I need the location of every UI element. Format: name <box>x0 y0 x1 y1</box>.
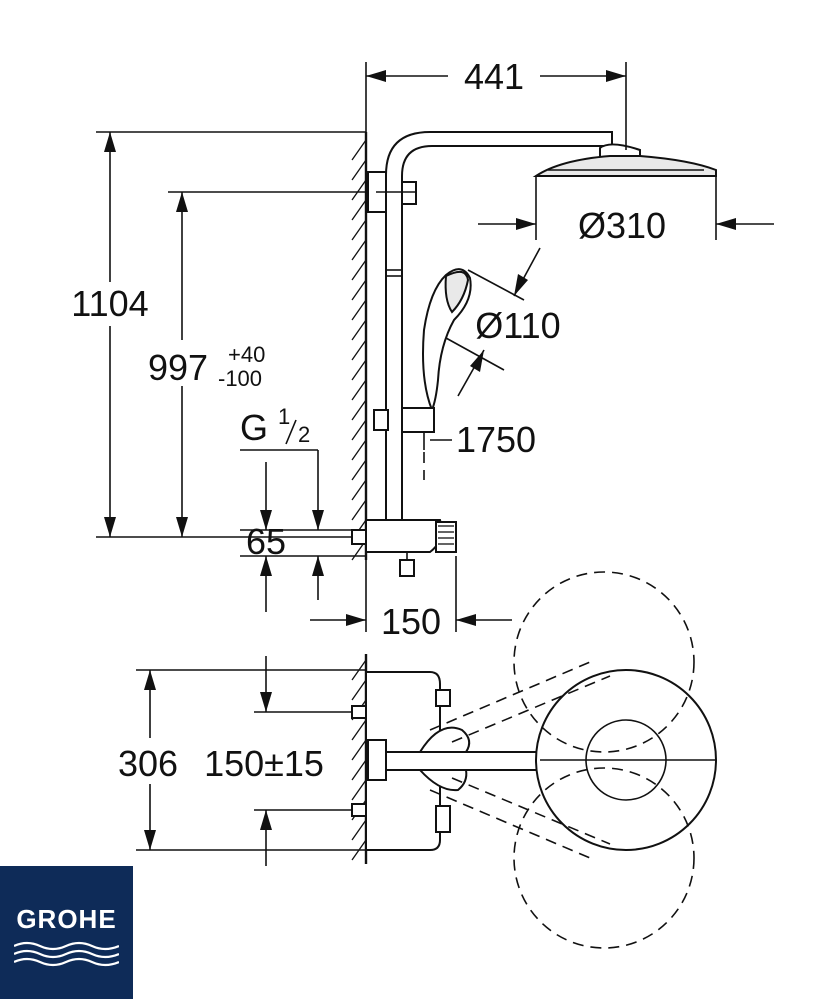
total-height-label: 1104 <box>71 283 148 324</box>
shower-riser <box>367 131 613 521</box>
wall-upper <box>351 132 368 561</box>
head-diameter-label: Ø310 <box>578 205 666 246</box>
wall-offset-label: 150 <box>381 601 441 642</box>
holder-tol-plus: +40 <box>228 342 265 367</box>
hose-length-label: 1750 <box>456 419 536 460</box>
brand-name: GROHE <box>16 904 117 934</box>
head-shower <box>532 143 717 177</box>
holder-tol-minus: -100 <box>218 366 262 391</box>
hand-shower <box>373 268 472 480</box>
inlet-offset-label: 65 <box>246 521 286 562</box>
dimension-441: 441 <box>365 56 627 150</box>
dimension-1104: 1104 <box>71 131 366 538</box>
thread-label: G <box>240 407 268 448</box>
dimension-150-15: 150±15 <box>204 656 352 866</box>
dimension-150: 150 <box>310 556 512 642</box>
width-top-label: 441 <box>464 56 524 97</box>
wave-icon <box>14 941 119 967</box>
swivel-range <box>429 571 716 949</box>
thread-den: 2 <box>298 422 310 447</box>
dimension-hand-diameter: Ø110 <box>445 247 561 397</box>
thermostat-body <box>351 519 457 577</box>
grohe-logo: GROHE <box>0 866 133 999</box>
thread-num: 1 <box>278 404 290 429</box>
inlet-spacing-label: 306 <box>118 743 178 784</box>
dimension-thread: G 1 2 <box>240 404 324 530</box>
dimension-head-diameter: Ø310 <box>478 176 774 246</box>
dimension-65: 65 <box>240 462 366 612</box>
hand-diameter-label: Ø110 <box>475 305 560 346</box>
dimension-997: 997 +40 -100 <box>148 191 366 537</box>
dimension-hose: 1750 <box>430 419 536 460</box>
dimension-306: 306 <box>118 669 366 851</box>
wall-lower <box>351 654 368 864</box>
holder-height-label: 997 <box>148 347 208 388</box>
spacing-tolerance-label: 150±15 <box>204 743 324 784</box>
